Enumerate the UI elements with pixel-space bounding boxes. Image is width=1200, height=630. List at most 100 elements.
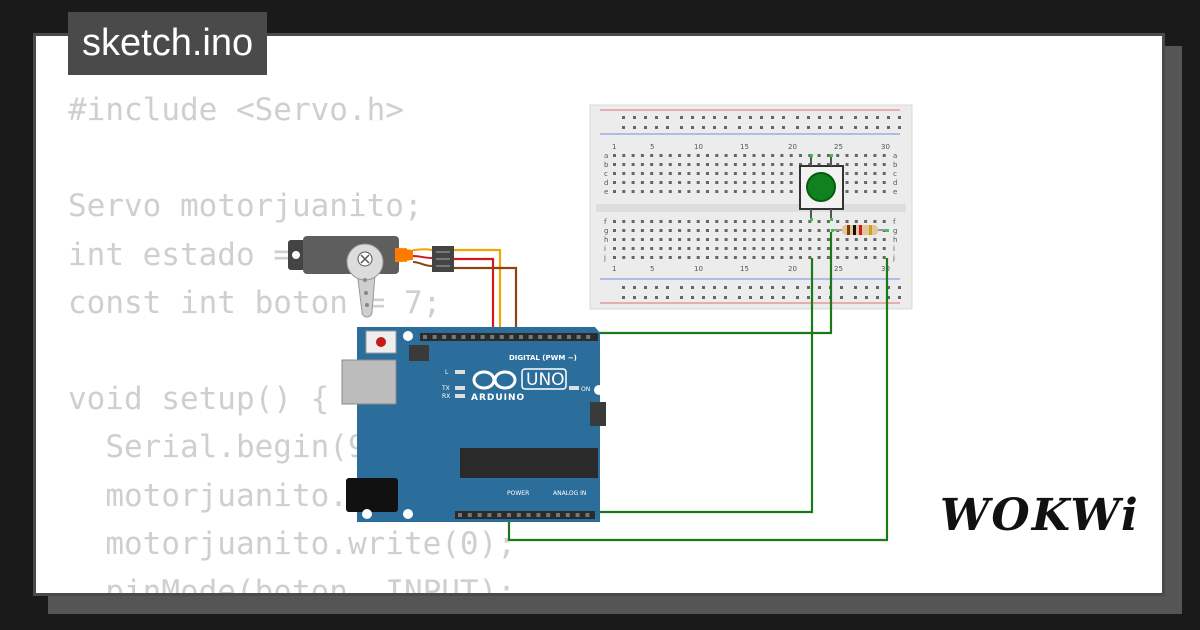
rail-hole: [796, 296, 799, 299]
rail-hole: [724, 296, 727, 299]
header-pin: [536, 513, 541, 517]
header-pin: [585, 513, 590, 517]
wire-pin7: [522, 232, 833, 335]
breadboard-hole: [799, 154, 802, 157]
breadboard-hole: [613, 172, 616, 175]
breadboard-hole: [780, 229, 784, 232]
rail-hole: [876, 286, 879, 289]
power-analog-header: [455, 511, 595, 519]
breadboard-hole: [622, 256, 626, 259]
breadboard-hole: [706, 181, 709, 184]
breadboard-hole: [613, 238, 616, 241]
rail-hole: [887, 286, 890, 289]
rail-hole: [796, 116, 799, 119]
pushbutton[interactable]: [799, 154, 844, 221]
breadboard-hole: [826, 163, 830, 166]
breadboard-hole: [678, 163, 682, 166]
breadboard-hole: [687, 181, 691, 184]
board-brand: ARDUINO: [471, 393, 525, 403]
breadboard-hole: [687, 172, 691, 175]
breadboard-hole: [650, 238, 654, 241]
breadboard-hole: [854, 190, 858, 193]
breadboard-hole: [668, 190, 672, 193]
breadboard-hole: [780, 190, 784, 193]
breadboard-hole: [845, 238, 849, 241]
column-number: 30: [881, 265, 890, 273]
breadboard-hole: [640, 154, 644, 157]
breadboard-hole: [854, 181, 858, 184]
breadboard-hole: [752, 229, 756, 232]
rail-hole: [760, 126, 763, 129]
breadboard-hole: [752, 190, 756, 193]
row-letter: c: [893, 170, 897, 178]
breadboard-hole: [836, 163, 840, 166]
breadboard-hole: [613, 229, 616, 232]
column-number: 10: [694, 265, 703, 273]
breadboard-hole: [696, 238, 700, 241]
header-pin: [507, 513, 511, 517]
breadboard-hole: [873, 190, 877, 193]
rail-hole: [738, 286, 741, 289]
l-led-label: L: [445, 369, 449, 376]
breadboard-hole: [631, 238, 635, 241]
breadboard-hole: [817, 247, 821, 250]
breadboard-hole: [864, 238, 868, 241]
breadboard-hole: [613, 256, 616, 259]
header-pin: [432, 335, 437, 339]
rail-hole: [713, 116, 716, 119]
column-number: 20: [788, 265, 797, 273]
power-label: POWER: [507, 490, 529, 497]
header-pin: [499, 335, 504, 339]
breadboard-hole: [640, 172, 644, 175]
rail-hole: [760, 116, 763, 119]
wokwi-logo: WOKWi: [940, 490, 1140, 541]
reset-button-cap[interactable]: [376, 337, 386, 347]
rail-hole: [655, 296, 658, 299]
breadboard-hole: [668, 154, 672, 157]
breadboard-hole: [650, 154, 654, 157]
breadboard-hole: [622, 247, 626, 250]
rail-hole: [876, 116, 879, 119]
breadboard-hole: [808, 247, 812, 250]
row-letter: f: [893, 218, 896, 226]
rail-hole: [622, 126, 625, 129]
breadboard-hole: [668, 163, 672, 166]
rail-hole: [876, 296, 879, 299]
rail-hole: [724, 126, 727, 129]
breadboard-hole: [706, 220, 709, 223]
resistor[interactable]: [831, 225, 889, 235]
column-number: 5: [650, 265, 654, 273]
header-pin: [516, 513, 521, 517]
breadboard-hole: [780, 247, 784, 250]
rail-hole: [854, 296, 857, 299]
breadboard-hole: [817, 238, 821, 241]
rail-hole: [840, 296, 843, 299]
breadboard-hole: [743, 163, 747, 166]
breadboard-hole: [743, 238, 747, 241]
breadboard-hole: [622, 181, 626, 184]
rail-hole: [796, 126, 799, 129]
digital-pins: [423, 335, 591, 339]
breadboard-hole: [771, 247, 775, 250]
breadboard-hole: [882, 256, 886, 259]
arduino-uno-board[interactable]: DIGITAL (PWM ~) POWER ANALOG IN UNO ARDU…: [341, 327, 606, 522]
breadboard-hole: [687, 256, 691, 259]
rail-hole: [865, 286, 868, 289]
rail-hole: [724, 286, 727, 289]
code-preview: #include <Servo.h> Servo motorjuanito; i…: [68, 86, 535, 593]
rail-hole: [818, 296, 821, 299]
breadboard-hole: [640, 229, 644, 232]
header-pin: [461, 335, 466, 339]
header-pin: [556, 513, 560, 517]
header-pin: [509, 335, 514, 339]
breadboard-hole: [687, 154, 691, 157]
rail-hole: [691, 286, 694, 289]
breadboard-hole: [854, 238, 858, 241]
rail-hole: [807, 286, 810, 289]
breadboard-hole: [650, 256, 654, 259]
servo[interactable]: [288, 236, 454, 318]
breadboard-hole: [771, 181, 775, 184]
breadboard-hole: [882, 247, 886, 250]
breadboard-hole: [789, 220, 793, 223]
breadboard-hole: [622, 163, 626, 166]
